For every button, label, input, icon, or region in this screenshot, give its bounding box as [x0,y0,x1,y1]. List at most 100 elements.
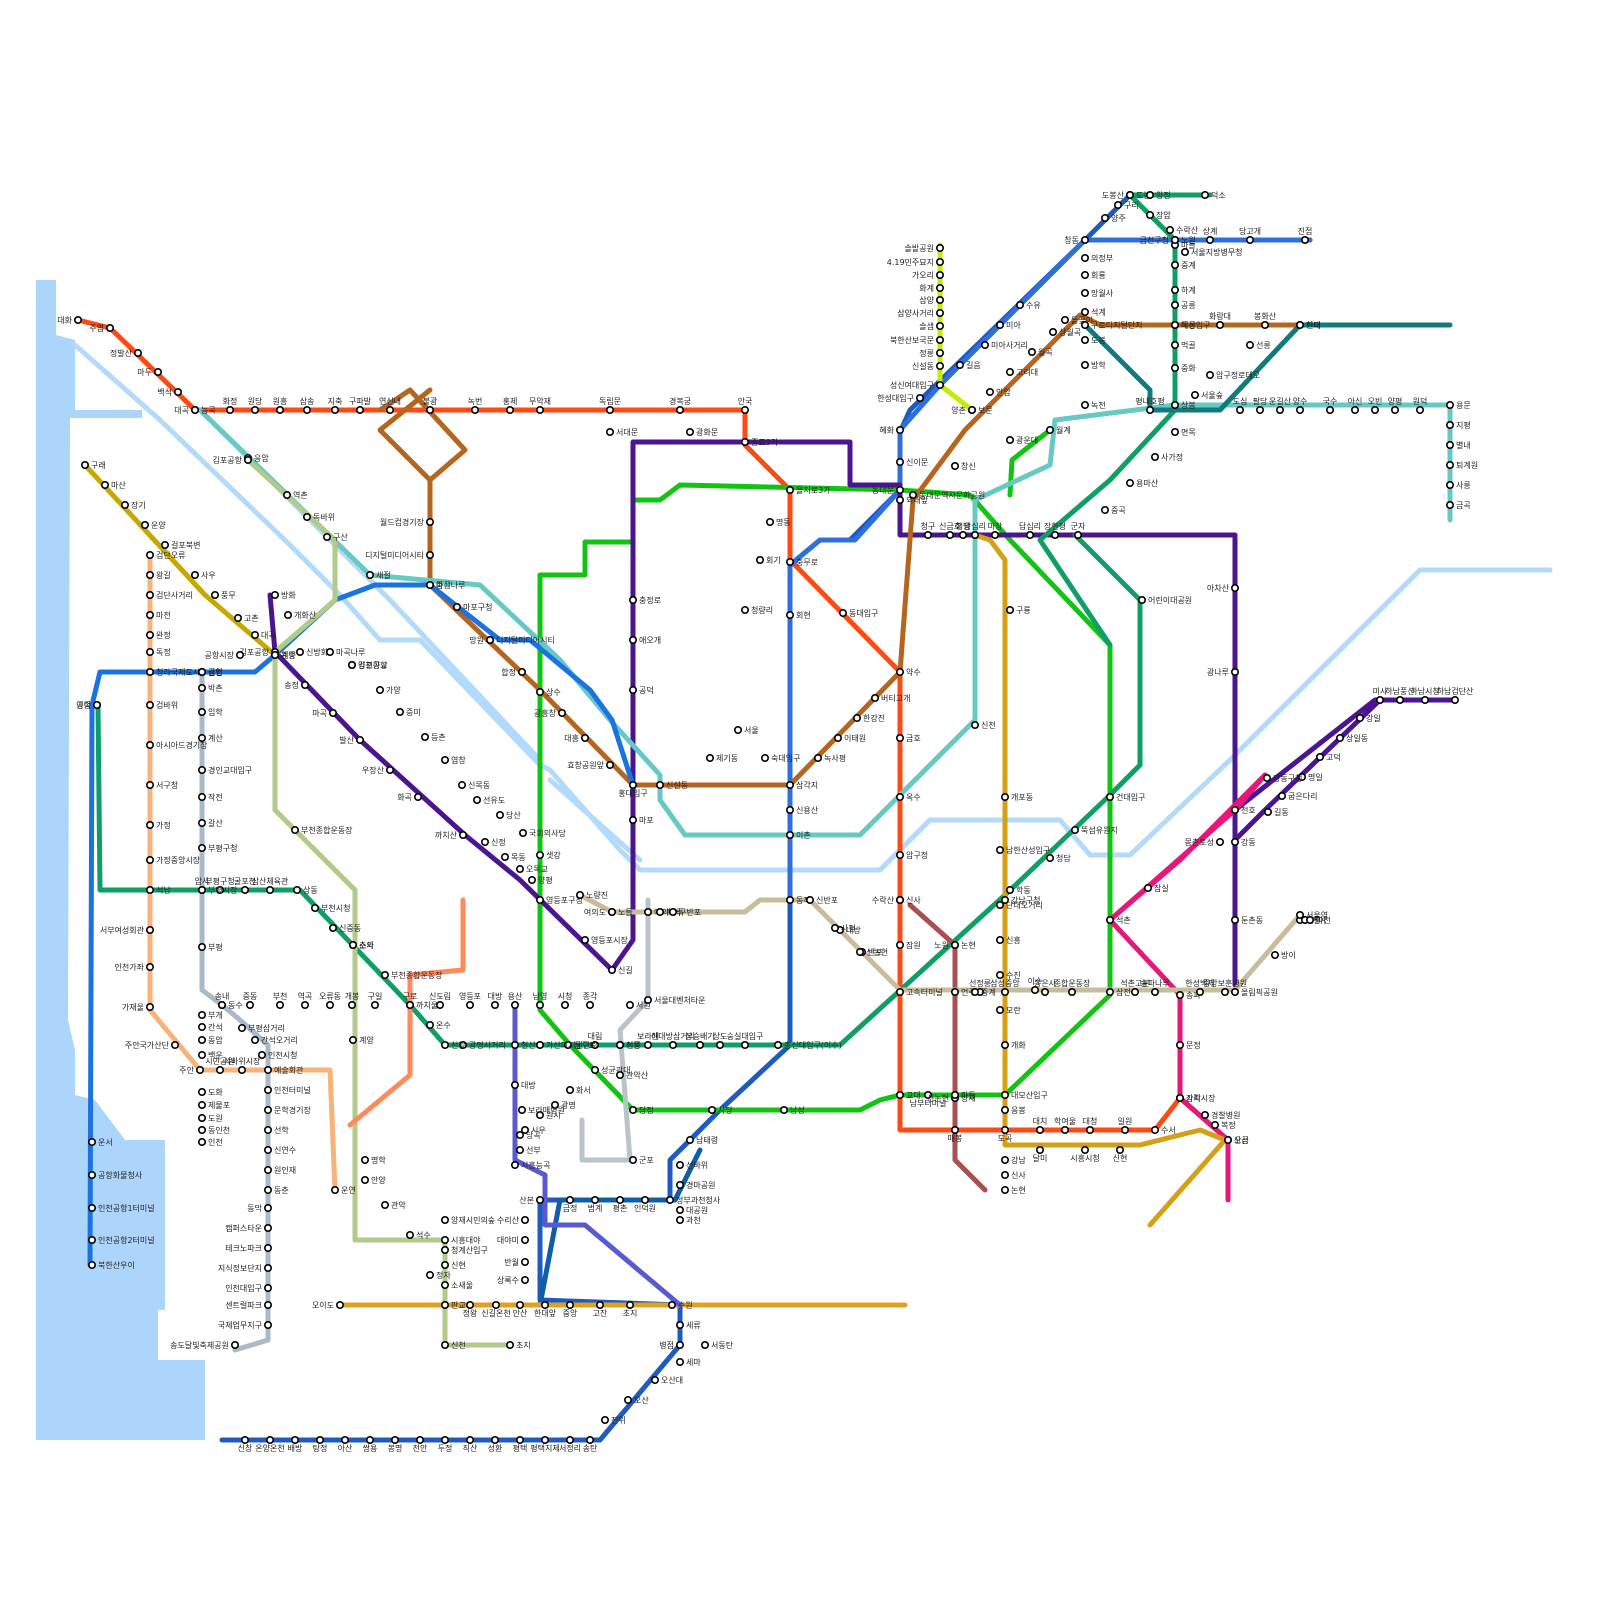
station-marker[interactable] [597,1302,603,1308]
station-marker[interactable] [537,897,543,903]
station[interactable]: 방화 [272,590,297,600]
station[interactable]: 회현 [787,611,811,620]
station-marker[interactable] [645,909,651,915]
station[interactable]: 당산 [497,810,522,820]
station[interactable]: 충무로 [787,558,818,567]
station[interactable]: 동춘 [265,1186,289,1195]
station-marker[interactable] [937,323,943,329]
station[interactable]: 방이 [1272,950,1296,960]
station-marker[interactable] [1037,1127,1043,1133]
station-marker[interactable] [972,989,978,995]
station-marker[interactable] [1002,1107,1008,1113]
station-marker[interactable] [147,742,153,748]
station-marker[interactable] [937,285,943,291]
station-marker[interactable] [1279,793,1285,799]
station[interactable]: 우장산 [362,765,393,775]
station[interactable]: 주안 [179,1065,203,1075]
station-marker[interactable] [522,1237,528,1243]
station[interactable]: 동암 [199,1035,224,1045]
station-marker[interactable] [107,325,113,331]
station-marker[interactable] [252,407,258,413]
station-marker[interactable] [542,1437,548,1443]
station[interactable]: 관악 [382,1200,407,1210]
station[interactable]: 염창 [442,756,467,765]
station-marker[interactable] [302,1002,308,1008]
station-marker[interactable] [212,592,218,598]
station[interactable]: 운연 [332,1186,356,1195]
station-marker[interactable] [952,1127,958,1133]
station[interactable]: 천왕 [442,1040,467,1050]
station-marker[interactable] [617,1042,623,1048]
station-marker[interactable] [537,852,543,858]
station-marker[interactable] [297,649,303,655]
station[interactable]: 약수 [897,667,921,677]
station[interactable]: 신용산 [787,805,819,815]
station-marker[interactable] [1237,407,1243,413]
station-marker[interactable] [267,1437,273,1443]
station[interactable]: 목동 [502,853,526,862]
station-marker[interactable] [265,1087,271,1093]
station[interactable]: 마산 [102,480,127,490]
station-marker[interactable] [272,652,278,658]
station-marker[interactable] [227,407,233,413]
station[interactable]: 회룡 [1082,271,1106,280]
station-marker[interactable] [1029,349,1035,355]
station-marker[interactable] [832,925,838,931]
station-marker[interactable] [1352,407,1358,413]
station[interactable]: 창신 [952,462,976,471]
station-marker[interactable] [1002,1127,1008,1133]
station-marker[interactable] [1002,1172,1008,1178]
station-marker[interactable] [175,389,181,395]
station-marker[interactable] [192,572,198,578]
station[interactable]: 구반포 [670,908,701,917]
station[interactable]: 구일 [368,992,383,1008]
station-marker[interactable] [522,1217,528,1223]
station-marker[interactable] [925,532,931,538]
station-marker[interactable] [1392,407,1398,413]
station-marker[interactable] [857,949,863,955]
station-marker[interactable] [82,462,88,468]
station-marker[interactable] [587,1437,593,1443]
station-marker[interactable] [512,1082,518,1088]
station[interactable]: 국회의사당 [520,828,567,838]
station[interactable]: 진위 [602,1415,626,1425]
station-marker[interactable] [897,735,903,741]
station-marker[interactable] [677,407,683,413]
station-marker[interactable] [897,1092,903,1098]
station-marker[interactable] [147,552,153,558]
station-marker[interactable] [1212,1122,1218,1128]
station-marker[interactable] [292,827,298,833]
station[interactable]: 사우 [192,571,216,580]
station-marker[interactable] [265,1187,271,1193]
station-marker[interactable] [142,522,148,528]
station-marker[interactable] [1167,227,1173,233]
station[interactable]: 광운대 [1007,435,1038,445]
station-marker[interactable] [1062,1127,1068,1133]
station-marker[interactable] [687,1137,693,1143]
station-marker[interactable] [1202,1112,1208,1118]
station-marker[interactable] [1007,437,1013,443]
station[interactable]: 대곡 [252,631,276,640]
station-marker[interactable] [1232,989,1238,995]
station[interactable]: 창동 [1064,236,1088,245]
station-marker[interactable] [94,702,100,708]
station-marker[interactable] [442,1247,448,1253]
station-marker[interactable] [1002,794,1008,800]
station[interactable]: 동인천 [199,1125,230,1135]
station[interactable]: 양재시민의숲 [442,1215,495,1225]
station-marker[interactable] [897,459,903,465]
station[interactable]: 퇴계원 [1447,460,1478,470]
station[interactable]: 화서 [567,1086,591,1095]
station-marker[interactable] [997,902,1003,908]
station-marker[interactable] [1202,192,1208,198]
station-marker[interactable] [502,854,508,860]
station[interactable]: 상월곡 [1050,327,1081,337]
station-marker[interactable] [172,1042,178,1048]
station-marker[interactable] [537,1197,543,1203]
station-marker[interactable] [742,1042,748,1048]
station-marker[interactable] [677,1322,683,1328]
station-marker[interactable] [147,1004,153,1010]
station[interactable]: 녹천 [1082,400,1106,410]
station[interactable]: 삼양 [919,295,943,305]
station[interactable]: 주안국가산단 [125,1040,178,1050]
